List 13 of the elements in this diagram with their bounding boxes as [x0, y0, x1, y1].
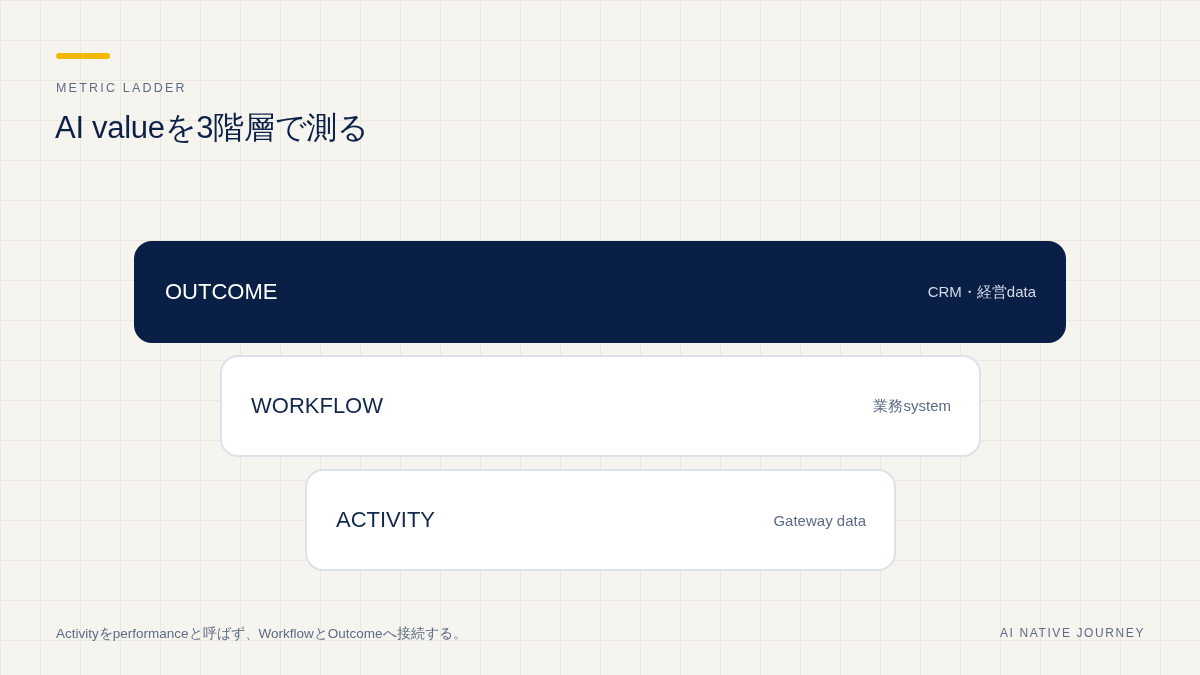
layer-title: ACTIVITY [336, 507, 435, 533]
data-source-label: 業務system [873, 396, 951, 416]
data-source-label: CRM・経営data [927, 282, 1036, 302]
footer-label: AI NATIVE JOURNEY [1000, 626, 1145, 640]
layer-title: WORKFLOW [251, 393, 383, 419]
layer-box [220, 355, 981, 457]
caption-text: Activityをperformanceと呼ばず、WorkflowとOutcomeへ接続する。 [56, 625, 467, 643]
data-source-label: Gateway data [773, 511, 866, 529]
eyebrow-label: METRIC LADDER [56, 81, 187, 95]
layer-title: OUTCOME [165, 279, 278, 305]
layer-box [305, 469, 896, 571]
layer-box [134, 241, 1066, 343]
slide-title: AI valueを3階層で測る [55, 109, 369, 147]
